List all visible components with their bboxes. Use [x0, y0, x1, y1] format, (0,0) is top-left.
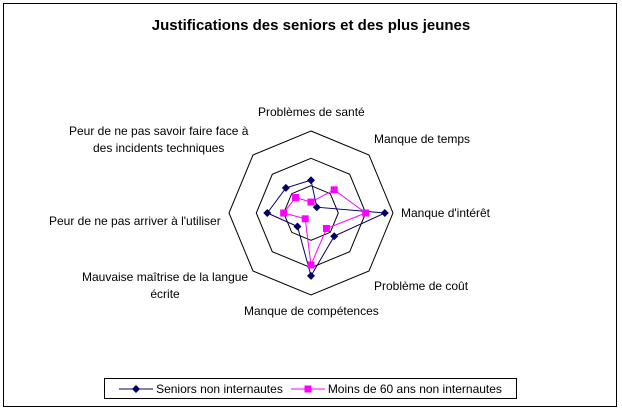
- data-point-s1-6: [263, 209, 272, 217]
- data-point-s1-3: [330, 232, 339, 241]
- data-point-s1-4: [307, 271, 315, 280]
- data-point-s2-1: [330, 186, 338, 194]
- radar-series: [263, 176, 389, 280]
- data-point-s2-3: [322, 224, 330, 232]
- legend-label: Moins de 60 ans non internautes: [327, 381, 502, 396]
- axis-label-2: Manque d'intérêt: [401, 206, 491, 220]
- grid-ring-3: [228, 130, 394, 296]
- axis-label-6: Peur de ne pas arriver à l'utiliser: [49, 214, 221, 228]
- legend-marker-square-icon: [290, 385, 325, 392]
- axis-label-0: Problèmes de santé: [258, 105, 365, 119]
- legend: Seniors non internautes Moins de 60 ans …: [104, 378, 517, 399]
- data-point-s1-2: [380, 209, 389, 217]
- data-point-s1-7: [281, 183, 290, 192]
- axis-label-3: Problème de coût: [374, 279, 469, 293]
- legend-label: Seniors non internautes: [156, 381, 283, 396]
- data-point-s2-4: [307, 261, 315, 269]
- legend-marker-diamond-icon: [119, 384, 154, 393]
- grid-ring-2: [255, 157, 367, 269]
- chart-title: Justifications des seniors et des plus j…: [151, 17, 471, 34]
- data-point-s2-6: [280, 209, 288, 217]
- axis-label-4: Manque de compétences: [244, 304, 379, 318]
- data-point-s1-1: [312, 203, 321, 212]
- data-point-s2-7: [292, 194, 300, 202]
- legend-entry-series-1: Seniors non internautes: [119, 382, 283, 396]
- data-point-s1-5: [293, 222, 302, 231]
- grid-ring-1: [283, 185, 339, 241]
- data-point-s2-0: [307, 198, 315, 206]
- axis-label-1: Manque de temps: [374, 132, 471, 146]
- data-point-s1-0: [307, 176, 315, 185]
- data-point-s2-5: [301, 215, 309, 223]
- data-point-s2-2: [362, 209, 370, 217]
- legend-entry-series-2: Moins de 60 ans non internautes: [290, 381, 502, 396]
